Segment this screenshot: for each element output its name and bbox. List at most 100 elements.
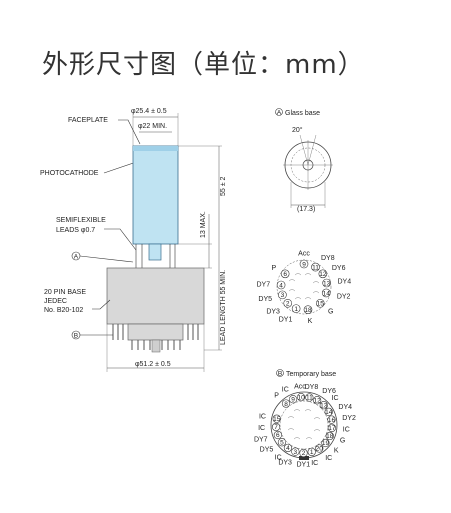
temp-pin-label: DY8 (305, 384, 319, 391)
temp-pin-circle-11 (315, 444, 324, 453)
temp-pin-number: 8 (284, 401, 288, 408)
glass-pin-label: K (308, 318, 313, 325)
temp-pin-label: IC (259, 414, 266, 421)
dim-lead-length: LEAD LENGTH 55 MIN. (220, 270, 227, 345)
glass-pin-circle-7 (291, 304, 301, 313)
temp-pin-circle-10 (321, 438, 330, 448)
temp-pin-circle-3 (305, 393, 314, 402)
glass-pin-number: 3 (281, 292, 285, 299)
temp-pin-circle-17 (273, 430, 282, 440)
temp-pin-number: 1 (310, 449, 314, 456)
temp-pin-number: 2 (302, 450, 306, 457)
photocathode-label: PHOTOCATHODE (40, 170, 99, 177)
glass-pin-circle-4 (321, 288, 331, 298)
temp-pin-circle-1 (288, 395, 298, 404)
glass-base-title: Glass base (285, 110, 320, 117)
glass-pin-circle-8 (283, 298, 293, 308)
glass-base-angle: 20° (292, 126, 303, 134)
temp-pin-label: IC (332, 395, 339, 402)
temp-pin-circle-7 (327, 415, 336, 424)
temp-pin-label: IC (325, 455, 332, 462)
glass-pin-number: 9 (302, 261, 306, 268)
temp-pin-number: 6 (276, 432, 280, 439)
marker-a: A (74, 254, 79, 261)
temp-pin-label: IC (311, 460, 318, 467)
semiflexible-label-2: LEADS φ0.7 (56, 227, 95, 234)
glass-pin-circle-2 (318, 269, 328, 279)
glass-pin-circle-3 (322, 278, 331, 288)
temp-pin-number: 14 (325, 409, 333, 416)
temp-pin-number: 20 (316, 446, 324, 453)
temp-pin-circle-16 (277, 438, 287, 447)
semiflexible-label-1: SEMIFLEXIBLE (56, 217, 106, 224)
temp-pin-circle-18 (271, 422, 281, 432)
base-pins (112, 324, 199, 350)
dim-base-dia: φ51.2 ± 0.5 (135, 361, 171, 368)
glass-pin-label: DY4 (337, 279, 351, 286)
glass-pin-number: 2 (286, 301, 290, 308)
glass-pin-number: 1 (294, 306, 298, 313)
temp-pin-circle-5 (319, 401, 328, 410)
dim-13max: 13 MAX. (200, 211, 207, 238)
temp-pin-number: 11 (306, 395, 313, 402)
temp-pin-label: IC (258, 425, 265, 432)
glass-pin-number: 4 (279, 282, 283, 289)
temp-pin-label: Acc (294, 384, 306, 391)
glass-pin-label: DY3 (266, 309, 280, 316)
base-label-2: JEDEC (44, 298, 67, 305)
temp-pin-label: DY1 (297, 461, 311, 468)
glass-pin-label: DY6 (332, 265, 346, 272)
glass-pin-label: DY5 (258, 296, 272, 303)
temp-base-title: Temporary base (286, 371, 336, 378)
temp-pin-number: 16 (328, 417, 336, 424)
temp-pin-circle-9 (325, 431, 334, 441)
temp-pin-label: IC (275, 454, 282, 461)
temp-pin-label: IC (282, 387, 289, 394)
temp-pin-label: DY3 (278, 460, 292, 467)
glass-pin-label: G (328, 309, 333, 316)
temp-pin-circle-19 (272, 414, 281, 423)
temp-base-key (299, 456, 309, 460)
glass-base-marker: A (277, 109, 282, 116)
glass-pin-circle-11 (280, 269, 290, 279)
dim-height: 55 ± 2 (220, 176, 227, 196)
temp-pin-label: K (334, 448, 339, 455)
temp-pin-number: 19 (322, 440, 330, 447)
temp-pin-circle-2 (296, 393, 306, 402)
faceplate-label: FACEPLATE (68, 117, 108, 124)
temp-pin-circle-8 (327, 423, 336, 433)
temp-pin-label: DY4 (338, 404, 352, 411)
temp-pin-number: 10 (297, 394, 305, 401)
base-label-1: 20 PIN BASE (44, 289, 86, 296)
temp-pin-number: 18 (326, 433, 334, 440)
glass-base-dim: (17.3) (297, 206, 315, 213)
pin-base (106, 267, 205, 325)
temp-pin-label: G (340, 438, 345, 445)
glass-pin-number: 14 (323, 290, 331, 297)
temp-pin-label: IC (343, 427, 350, 434)
temp-pin-label: DY7 (254, 436, 268, 443)
base-key (127, 323, 184, 341)
temp-pin-number: 12 (314, 397, 322, 404)
glass-pin-number: 12 (319, 271, 327, 278)
temp-pin-circle-6 (324, 407, 333, 416)
glass-pin-label: P (271, 265, 276, 272)
temp-pin-label: DY5 (260, 447, 274, 454)
glass-pin-circle-1 (311, 262, 320, 272)
glass-pin-label: DY1 (279, 316, 293, 323)
glass-pin-number: 6 (283, 271, 287, 278)
glass-pin-label: DY2 (337, 293, 351, 300)
temp-pin-number: 13 (320, 402, 328, 409)
dim-inner-dia: φ22 MIN. (138, 123, 167, 130)
temp-base-marker: B (278, 370, 282, 377)
temp-pin-label: DY6 (322, 388, 336, 395)
glass-pin-number: 18 (304, 307, 312, 314)
glass-pin-number: 15 (317, 301, 325, 308)
dim-outer-dia: φ25.4 ± 0.5 (131, 108, 167, 115)
temp-pin-number: 4 (286, 445, 290, 452)
glass-pin-label: DY7 (257, 282, 271, 289)
tube-body (132, 145, 179, 245)
temp-pin-circle-0 (281, 399, 291, 408)
glass-pin-circle-0 (299, 259, 309, 269)
